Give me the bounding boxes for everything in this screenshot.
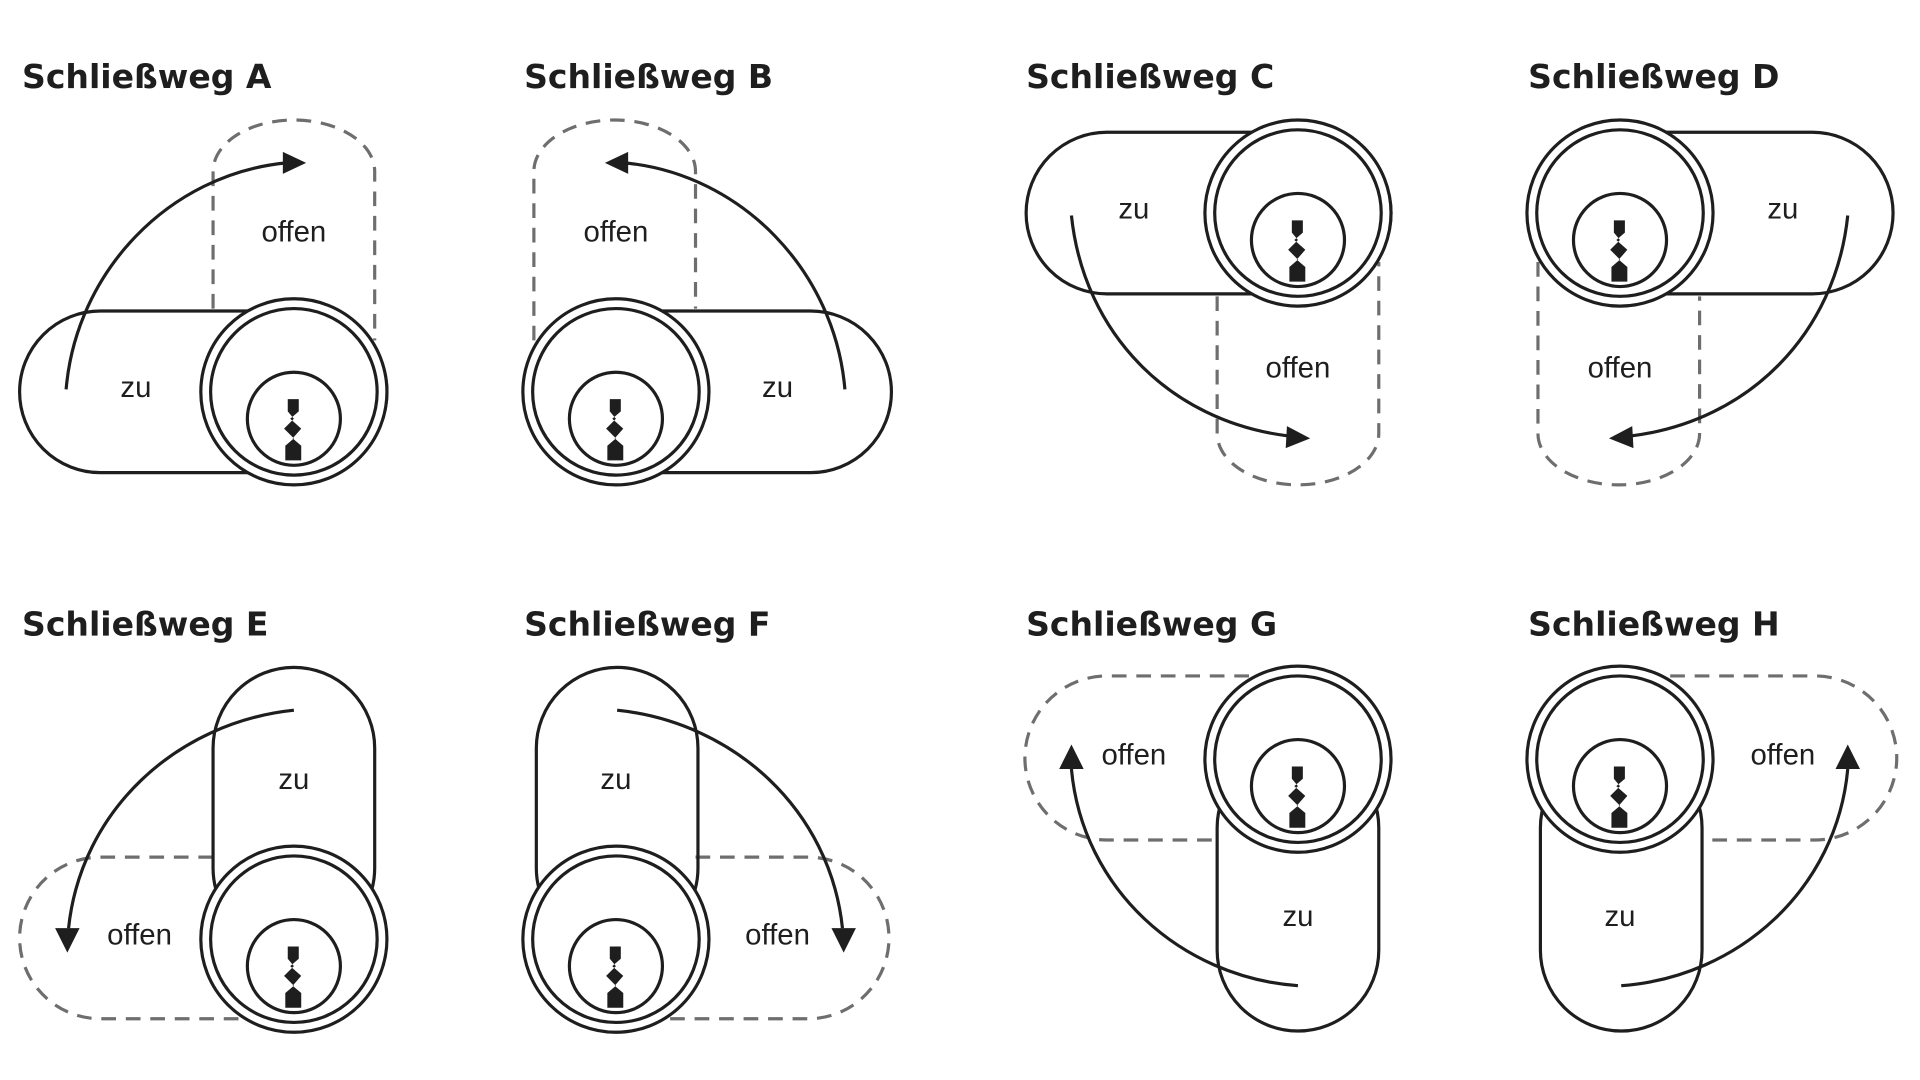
panel-schliessweg-c: Schließweg C zu offen xyxy=(1024,57,1393,487)
closed-label: zu xyxy=(1118,192,1149,225)
arrow-head xyxy=(282,151,307,174)
keyhole-icon xyxy=(1610,766,1628,828)
rotation-arrow xyxy=(64,161,287,390)
open-position-outline xyxy=(1670,674,1899,842)
arrow-head xyxy=(55,928,80,953)
open-position-outline xyxy=(1215,262,1381,487)
panel-title: Schließweg H xyxy=(1528,605,1780,644)
open-label: offen xyxy=(107,919,172,952)
keyhole-icon xyxy=(284,946,302,1008)
keyhole-icon xyxy=(1288,766,1306,828)
panel-title: Schließweg B xyxy=(524,57,773,96)
closed-label: zu xyxy=(278,763,309,796)
rotation-arrow xyxy=(1621,768,1850,988)
rotation-arrow xyxy=(616,708,845,929)
rotation-arrow xyxy=(624,161,847,390)
panel-schliessweg-e: Schließweg E zu offen xyxy=(18,605,389,1034)
lock-cylinder-icon xyxy=(1203,664,1393,854)
open-label: offen xyxy=(1266,352,1331,385)
lock-cylinder-icon xyxy=(521,844,711,1034)
arrow-head xyxy=(831,928,856,953)
arrow-head xyxy=(604,151,629,174)
lock-cylinder-icon xyxy=(199,297,389,487)
arrow-head xyxy=(1285,426,1311,449)
open-label: offen xyxy=(745,919,810,952)
lock-cylinder-icon xyxy=(1203,118,1393,308)
panel-title: Schließweg C xyxy=(1026,57,1274,96)
lock-cylinder-icon xyxy=(1525,664,1715,854)
closed-label: zu xyxy=(762,371,793,404)
open-label: offen xyxy=(1588,352,1653,385)
panel-schliessweg-g: Schließweg G zu offen xyxy=(1023,605,1393,1033)
open-label: offen xyxy=(1101,739,1166,772)
open-label: offen xyxy=(261,216,326,249)
panel-title: Schließweg D xyxy=(1528,57,1779,96)
rotation-arrow xyxy=(1630,215,1850,438)
lock-cylinder-icon xyxy=(1525,118,1715,308)
arrow-head xyxy=(1835,744,1860,769)
rotation-arrow xyxy=(1069,215,1289,438)
closed-label: zu xyxy=(120,371,151,404)
panel-schliessweg-h: Schließweg H zu offen xyxy=(1525,605,1899,1033)
open-position-outline xyxy=(211,118,377,341)
closed-label: zu xyxy=(1604,900,1635,933)
lock-cylinder-icon xyxy=(199,844,389,1034)
open-position-outline xyxy=(532,118,698,341)
keyhole-icon xyxy=(284,399,302,461)
panel-title: Schließweg E xyxy=(22,605,268,644)
panel-schliessweg-d: Schließweg D zu offen xyxy=(1525,57,1895,487)
open-label: offen xyxy=(584,216,649,249)
keyhole-icon xyxy=(606,946,624,1008)
open-label: offen xyxy=(1750,739,1815,772)
lock-cylinder-icon xyxy=(521,297,711,487)
arrow-head xyxy=(1608,426,1634,449)
closed-label: zu xyxy=(1767,192,1798,225)
open-position-outline xyxy=(1536,262,1702,487)
panel-title: Schließweg G xyxy=(1026,605,1277,644)
arrow-head xyxy=(1059,744,1084,769)
closed-label: zu xyxy=(1282,900,1313,933)
keyhole-icon xyxy=(1610,220,1628,282)
panel-schliessweg-f: Schließweg F zu offen xyxy=(521,605,891,1034)
closed-label: zu xyxy=(600,763,631,796)
panel-title: Schließweg F xyxy=(524,605,770,644)
rotation-arrow xyxy=(1069,768,1299,988)
open-position-outline xyxy=(1023,674,1249,842)
rotation-arrow xyxy=(66,708,295,929)
panel-schliessweg-b: Schließweg B zu offen xyxy=(521,57,894,487)
panel-title: Schließweg A xyxy=(22,57,272,96)
panel-schliessweg-a: Schließweg A zu offen xyxy=(17,57,389,487)
keyhole-icon xyxy=(1288,220,1306,282)
keyhole-icon xyxy=(606,399,624,461)
